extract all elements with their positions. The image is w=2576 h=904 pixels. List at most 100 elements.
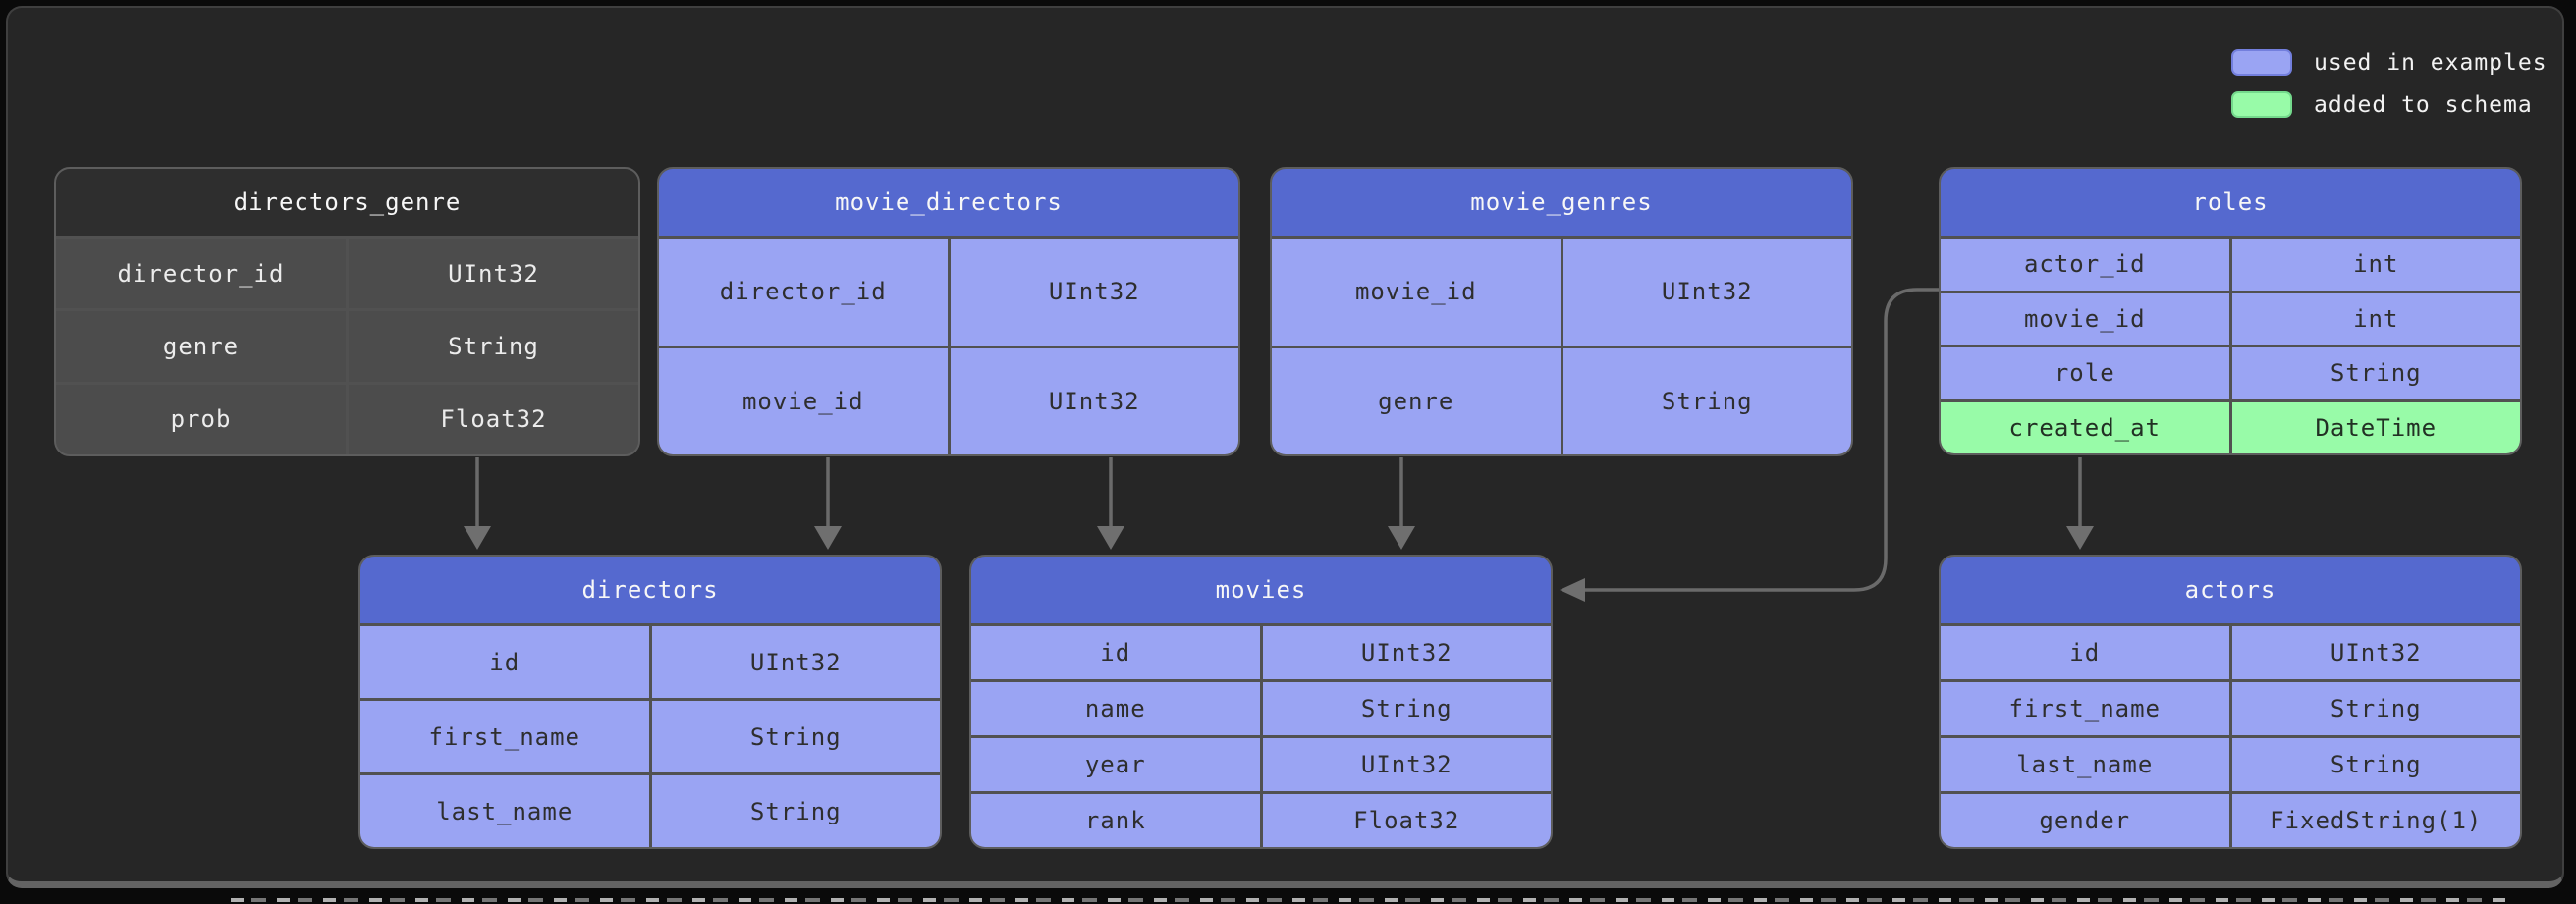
arrowhead-down-icon bbox=[2066, 526, 2094, 550]
column-name-cell: prob bbox=[56, 384, 346, 454]
table-title: directors bbox=[360, 557, 940, 623]
column-type-cell: String bbox=[349, 311, 638, 382]
column-type-cell: UInt32 bbox=[349, 239, 638, 309]
column-type-cell: UInt32 bbox=[1562, 239, 1851, 346]
column-type-cell: String bbox=[651, 701, 940, 772]
column-type-cell: UInt32 bbox=[1262, 738, 1551, 791]
column-name-cell: genre bbox=[56, 311, 346, 382]
column-name-cell: role bbox=[1941, 347, 2229, 399]
table-title: movie_directors bbox=[659, 169, 1238, 236]
legend-swatch-blue bbox=[2231, 49, 2292, 76]
column-name-cell: created_at bbox=[1941, 401, 2229, 453]
arrowhead-down-icon bbox=[814, 526, 842, 550]
table-title: movies bbox=[971, 557, 1551, 623]
arrow-roles-to-movies bbox=[1585, 288, 1939, 592]
legend-item-used-in-examples: used in examples bbox=[2231, 49, 2548, 76]
column-type-cell: String bbox=[1562, 347, 1851, 454]
column-name-cell: movie_id bbox=[659, 347, 948, 454]
column-name-cell: last_name bbox=[1941, 738, 2229, 791]
legend-item-added-to-schema: added to schema bbox=[2231, 91, 2548, 118]
legend-label: used in examples bbox=[2314, 49, 2548, 76]
column-name-cell: gender bbox=[1941, 794, 2229, 847]
legend-label: added to schema bbox=[2314, 91, 2533, 118]
column-name-cell: first_name bbox=[360, 701, 649, 772]
legend: used in examples added to schema bbox=[2231, 49, 2548, 118]
column-type-cell: Float32 bbox=[1262, 794, 1551, 847]
column-name-cell: director_id bbox=[659, 239, 948, 346]
column-type-cell: UInt32 bbox=[950, 347, 1238, 454]
column-name-cell: id bbox=[1941, 626, 2229, 679]
column-name-cell: actor_id bbox=[1941, 239, 2229, 291]
arrowhead-down-icon bbox=[1097, 526, 1124, 550]
column-name-cell: director_id bbox=[56, 239, 346, 309]
arrowhead-down-icon bbox=[1388, 526, 1415, 550]
column-type-cell: UInt32 bbox=[950, 239, 1238, 346]
column-type-cell: UInt32 bbox=[1262, 626, 1551, 679]
column-type-cell: UInt32 bbox=[651, 626, 940, 698]
column-type-cell: String bbox=[2231, 347, 2520, 399]
legend-swatch-green bbox=[2231, 91, 2292, 118]
clipped-content-sliver bbox=[231, 898, 2509, 902]
column-name-cell: id bbox=[971, 626, 1260, 679]
table-title: actors bbox=[1941, 557, 2520, 623]
table-title: roles bbox=[1941, 169, 2520, 236]
column-type-cell: FixedString(1) bbox=[2231, 794, 2520, 847]
column-type-cell: String bbox=[651, 775, 940, 847]
column-type-cell: int bbox=[2231, 292, 2520, 345]
column-type-cell: String bbox=[2231, 738, 2520, 791]
column-type-cell: int bbox=[2231, 239, 2520, 291]
table-title: movie_genres bbox=[1272, 169, 1851, 236]
column-name-cell: rank bbox=[971, 794, 1260, 847]
column-name-cell: movie_id bbox=[1941, 292, 2229, 345]
column-type-cell: UInt32 bbox=[2231, 626, 2520, 679]
column-name-cell: id bbox=[360, 626, 649, 698]
column-type-cell: String bbox=[2231, 682, 2520, 735]
arrowhead-down-icon bbox=[464, 526, 491, 550]
column-name-cell: movie_id bbox=[1272, 239, 1561, 346]
column-name-cell: year bbox=[971, 738, 1260, 791]
column-name-cell: last_name bbox=[360, 775, 649, 847]
column-type-cell: String bbox=[1262, 682, 1551, 735]
column-type-cell: Float32 bbox=[349, 384, 638, 454]
arrowhead-left-icon bbox=[1560, 578, 1585, 602]
column-name-cell: name bbox=[971, 682, 1260, 735]
table-title: directors_genre bbox=[56, 169, 638, 236]
column-name-cell: first_name bbox=[1941, 682, 2229, 735]
